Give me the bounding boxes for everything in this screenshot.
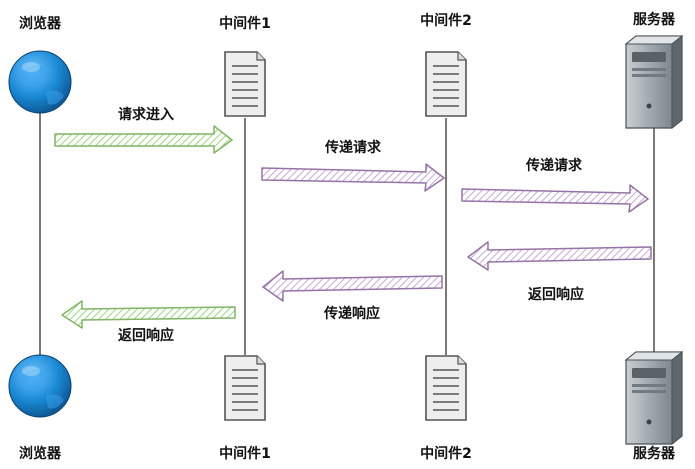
middleware1-label-top: 中间件1 <box>219 15 271 32</box>
pass-request-label-1: 传递请求 <box>324 139 382 156</box>
return-response-label-2: 返回响应 <box>118 327 174 344</box>
return-response-label: 返回响应 <box>528 286 584 303</box>
middleware1-label-bottom: 中间件1 <box>219 445 271 462</box>
document-icon <box>425 51 467 117</box>
server-tower-icon <box>624 350 684 446</box>
return-response-arrow <box>467 241 652 271</box>
pass-request-arrow-2 <box>461 184 649 213</box>
request-in-arrow <box>54 125 233 154</box>
pass-request-arrow-1 <box>261 163 445 192</box>
document-icon <box>425 355 467 421</box>
globe-icon <box>8 354 72 418</box>
pass-response-label: 传递响应 <box>323 305 380 322</box>
return-response-arrow-2 <box>61 300 236 329</box>
document-icon <box>224 51 266 117</box>
middleware2-label-top: 中间件2 <box>420 12 472 29</box>
pass-request-label-2: 传递请求 <box>525 157 583 174</box>
browser-label-top: 浏览器 <box>19 15 62 32</box>
server-label-top: 服务器 <box>633 11 676 28</box>
globe-icon <box>8 50 72 114</box>
document-icon <box>224 355 266 421</box>
request-in-label: 请求进入 <box>118 106 174 123</box>
server-label-bottom: 服务器 <box>633 445 676 462</box>
browser-label-bottom: 浏览器 <box>19 445 62 462</box>
middleware2-label-bottom: 中间件2 <box>420 445 472 462</box>
server-tower-icon <box>624 34 684 130</box>
pass-response-arrow <box>262 270 443 302</box>
